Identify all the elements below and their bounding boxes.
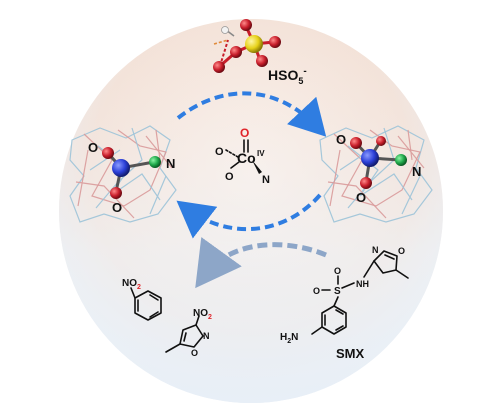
- svg-text:NO2: NO2: [122, 278, 141, 291]
- left-oxygen-bottom-label: O: [112, 200, 122, 215]
- peroxymonosulfate-molecule: [213, 19, 281, 73]
- cobalt-complex-structure: O O Co IV O N: [215, 126, 270, 186]
- isoxazole-ring-n-label: N: [203, 331, 210, 341]
- svg-text:NO2: NO2: [193, 308, 212, 321]
- svg-text:NH: NH: [356, 279, 369, 289]
- isoxazole-sub: 2: [208, 314, 212, 321]
- smx-amine-h: H: [280, 332, 287, 343]
- svg-text:HSO5-: HSO5-: [268, 66, 307, 86]
- cobalt-label: Co: [237, 150, 256, 166]
- left-oxygen-top-label: O: [88, 140, 98, 155]
- smx-oxygen-2-label: O: [313, 286, 320, 296]
- sulfamethoxazole-molecule: N O NH S O O H2N SMX: [280, 245, 409, 361]
- right-oxygen-top-label: O: [336, 132, 346, 147]
- cycle-arrow-top: [176, 91, 327, 137]
- oxidant-subscript: 5: [298, 76, 303, 86]
- smx-amine-sub: 2: [287, 338, 291, 345]
- smx-nh-n: N: [356, 279, 363, 289]
- smx-label: SMX: [336, 346, 365, 361]
- complex-nitrogen-label: N: [262, 174, 270, 186]
- nitrobenzene-sub: 2: [137, 284, 141, 291]
- right-catalyst-site: O O N: [319, 125, 433, 223]
- smx-ring-n-label: N: [372, 245, 379, 255]
- left-catalyst-site: O O N: [69, 125, 177, 223]
- complex-oxygen-lower-label: O: [225, 171, 234, 183]
- right-oxygen-bottom-label: O: [356, 190, 366, 205]
- svg-text:H2N: H2N: [280, 332, 298, 345]
- complex-oxygen-left-label: O: [215, 146, 224, 158]
- cycle-arrow-bottom: [176, 193, 322, 239]
- background-circle-fade: [59, 19, 443, 403]
- smx-nh-h: H: [363, 279, 370, 289]
- oxidant-formula: HSO: [268, 67, 298, 83]
- smx-amine-n: N: [291, 332, 298, 343]
- complex-oxo-label: O: [240, 126, 249, 140]
- isoxazole-ring-o-label: O: [191, 348, 198, 358]
- oxidation-state-label: IV: [257, 149, 265, 158]
- smx-sulfur-label: S: [334, 286, 341, 297]
- right-framework-wireframe: [319, 125, 433, 223]
- left-framework-wireframe: [69, 125, 177, 223]
- nitrobenzene-n: NO: [122, 278, 137, 289]
- degradation-arrow: [195, 237, 327, 289]
- smx-oxygen-1-label: O: [334, 266, 341, 276]
- left-nitrogen-label: N: [166, 156, 175, 171]
- nitrobenzene-product: NO2: [122, 278, 162, 321]
- right-nitrogen-label: N: [412, 164, 421, 179]
- smx-ring-o-label: O: [398, 246, 405, 256]
- isoxazole-product: NO2 N O: [165, 308, 212, 358]
- oxidant-charge: -: [303, 66, 306, 77]
- isoxazole-n: NO: [193, 308, 208, 319]
